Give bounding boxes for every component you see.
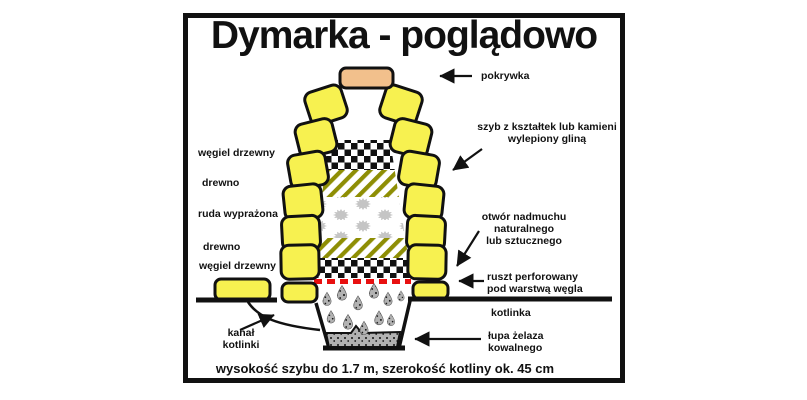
callout-bloom: łupa żelaza kowalnego: [488, 330, 543, 354]
arrow-to-blast-hole-icon: [456, 230, 480, 267]
ground-block-left: [213, 277, 272, 302]
arrow-to-shaft-icon: [452, 148, 483, 171]
callout-grate-line1: ruszt perforowany: [487, 271, 579, 283]
pit-wall-right: [397, 300, 412, 349]
material-label-charcoal-bottom: węgiel drzewny: [199, 260, 277, 272]
callout-shaft-line2: wylepiony gliną: [507, 133, 587, 145]
callout-grate: ruszt perforowany pod warstwą węgla: [487, 271, 583, 295]
callout-lid: pokrywka: [481, 70, 530, 82]
material-label-wood-bottom: drewno: [203, 241, 241, 253]
callout-blast-line2: naturalnego: [493, 223, 555, 235]
callout-blast-line3: lub sztucznego: [486, 235, 562, 247]
layer-charcoal-bottom: [313, 258, 412, 278]
iron-droplets: [322, 283, 405, 335]
layer-ore: [313, 197, 412, 238]
material-label-wood-top: drewno: [202, 177, 240, 189]
callout-bloom-line2: kowalnego: [488, 342, 543, 354]
callout-shaft: szyb z kształtek lub kamieni wylepiony g…: [466, 121, 628, 145]
layer-wood-bottom: [313, 238, 412, 258]
wall-base-left: [280, 281, 319, 304]
wall-base-right: [411, 280, 450, 301]
furnace-wall-right: [378, 83, 448, 281]
page-title: Dymarka - poglądowo: [210, 14, 598, 57]
callout-blast-line1: otwór nadmuchu: [481, 211, 567, 223]
callout-channel: kanał kotlinki: [202, 327, 280, 351]
material-label-ore: ruda wyprażona: [198, 208, 278, 220]
arrow-to-channel-icon: [239, 313, 275, 332]
callout-bloom-line1: łupa żelaza: [488, 330, 544, 342]
callout-blast-hole: otwór nadmuchu naturalnego lub sztuczneg…: [446, 211, 602, 247]
callout-channel-line1: kanał: [227, 327, 255, 339]
furnace-lid: [338, 66, 395, 90]
callout-pit: kotlinka: [491, 307, 531, 319]
callout-channel-line2: kotlinki: [222, 339, 260, 351]
pit-channel-line: [246, 301, 321, 332]
material-label-charcoal-top: węgiel drzewny: [198, 147, 276, 159]
callout-grate-line2: pod warstwą węgla: [487, 283, 583, 295]
furnace-wall-left: [279, 83, 349, 281]
caption: wysokość szybu do 1.7 m, szerokość kotli…: [215, 361, 555, 376]
callout-shaft-line1: szyb z kształtek lub kamieni: [477, 121, 617, 133]
iron-bloom: [324, 324, 402, 348]
